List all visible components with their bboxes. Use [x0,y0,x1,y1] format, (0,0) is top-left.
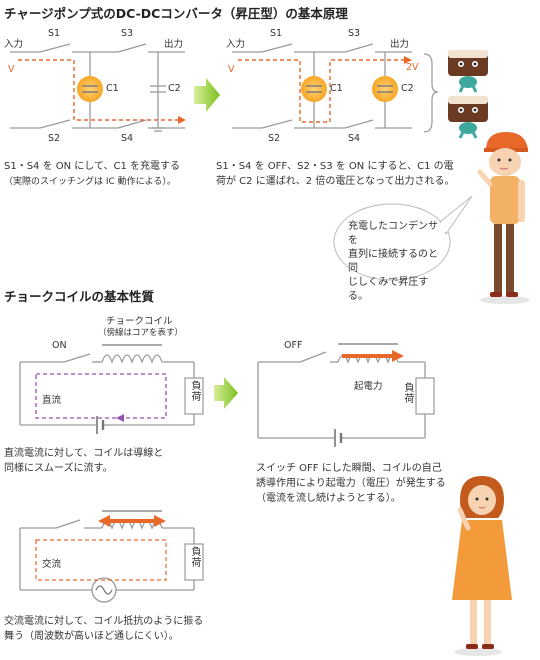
ac-load-label: 負荷 [189,546,200,568]
left-c1-label: C1 [106,83,119,94]
right-v-label: V [228,64,235,75]
dc-current-path [35,373,167,419]
left-s4-label: S4 [121,133,134,144]
left-s2-label: S2 [48,133,61,144]
left-c2-label: C2 [168,83,181,94]
transfer-current-path [238,59,404,123]
off-caption-line3: （電流を流し続けようとする）。 [256,493,401,504]
off-caption-line2: 誘導作用により起電力（電圧）が発生する [256,478,446,489]
dc-caption-line2: 同様にスムーズに流す。 [4,463,113,474]
choke-coil-icon-ac [101,520,163,530]
right-s2-label: S2 [268,133,281,144]
ac-current-path [35,539,167,581]
right-output-label: 出力 [390,39,410,50]
bubble-line-1: 充電したコンデンサを [348,221,438,246]
c1-capacitor-glow-right [301,76,327,102]
right-s1-label: S1 [270,28,283,39]
right-caption-line1: S1・S4 を OFF、S2・S3 を ON にすると、C1 の電 [216,161,454,172]
right-2v-label: 2V [406,62,419,73]
right-s3-label: S3 [348,28,361,39]
charge-current-path [18,59,178,121]
load-box-off [415,377,435,415]
left-caption-main: S1・S4 を ON にして、C1 を充電する [4,161,181,172]
choke-coil-icon [101,354,163,364]
right-caption-line2: 荷が C2 に運ばれ、2 倍の電圧となって出力される。 [216,176,455,187]
battery-mascot-icon-top [448,50,488,93]
off-circuit [257,351,426,439]
speech-bubble [333,195,473,281]
dc-circuit [19,353,195,426]
coil-label: チョークコイル [106,316,173,327]
ac-circuit [19,519,195,591]
girl-illustration [452,476,512,656]
dc-switch-label: ON [52,340,67,351]
transition-arrow-1 [194,78,220,112]
section2-title: チョークコイルの基本性質 [4,289,155,304]
load-box-ac [184,543,204,581]
ac-caption-line1: 交流電流に対して、コイル抵抗のように振る [4,616,204,627]
coil-note: （傍線はコアを表す） [98,328,184,338]
left-caption-note: （実際のスイッチングは IC 動作による）。 [4,177,176,187]
off-switch-label: OFF [284,340,303,351]
c2-capacitor-glow [372,76,398,102]
section1-title: チャージポンプ式のDC-DCコンバータ（昇圧型）の基本原理 [4,6,348,21]
right-s4-label: S4 [348,133,361,144]
load-box-dc [184,377,204,415]
bubble-line-2: 直列に接続するのと同 [348,249,438,274]
transition-arrow-2 [214,377,238,409]
bubble-text: 充電したコンデンサを 直列に接続するのと同 じしくみで昇圧する。 [348,220,440,304]
off-caption-line1: スイッチ OFF にした瞬間、コイルの自己 [256,463,442,474]
right-c2-label: C2 [401,83,414,94]
ac-caption-line2: 舞う（周波数が高いほど通しにくい）。 [4,631,179,642]
left-s3-label: S3 [121,28,134,39]
ac-current-label: 交流 [42,559,62,570]
left-output-label: 出力 [164,39,184,50]
off-emf-label: 起電力 [354,381,383,392]
left-s1-label: S1 [48,28,61,39]
charge-pump-left-circuit [10,43,185,132]
choke-coil-icon-off [337,354,399,364]
left-v-label: V [8,64,15,75]
dc-caption-line1: 直流電流に対して、コイルは導線と [4,448,164,459]
right-input-label: 入力 [226,39,246,50]
brace [423,53,439,133]
dc-load-label: 負荷 [189,380,200,402]
dc-current-label: 直流 [42,395,62,406]
left-input-label: 入力 [4,39,24,50]
off-load-label: 負荷 [402,382,413,404]
boy-with-helmet-illustration [477,132,530,304]
c1-capacitor-glow [77,76,103,102]
battery-mascot-icon-bottom [448,96,488,139]
right-c1-label: C1 [330,83,343,94]
bubble-line-3: じしくみで昇圧する。 [348,277,429,302]
